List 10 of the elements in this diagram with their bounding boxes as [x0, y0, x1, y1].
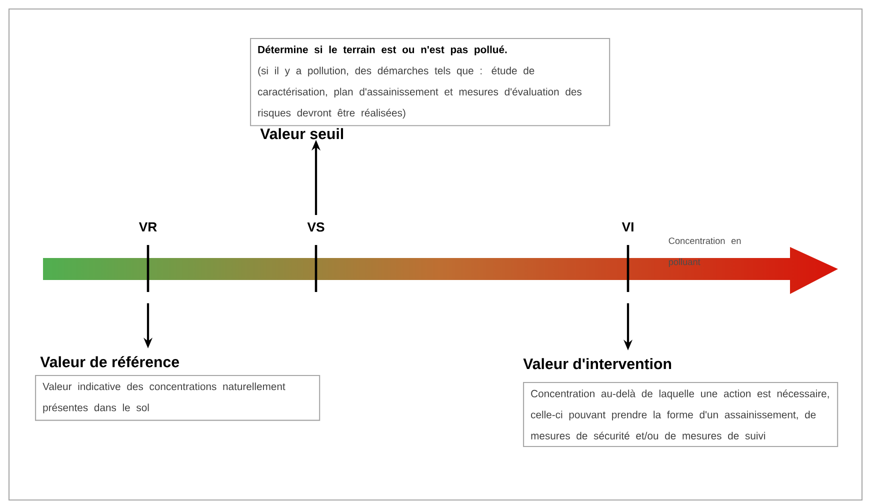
description-box: Détermine si le terrain est ou n'est pas pollué. (si il y a pollution, des démarches tels que : étude de caractérisation, plan d'assainissement et mesures d'évaluation des risques devront être réalisées) — [250, 38, 610, 126]
description-box: Valeur indicative des concentrations naturellement présentes dans le sol — [35, 375, 320, 421]
axis-label: Concentration en polluant — [668, 237, 741, 267]
heading: Valeur seuil — [260, 128, 344, 140]
heading: Valeur de référence — [40, 356, 180, 368]
tick-mark: VR — [138, 222, 157, 292]
tick-mark: VS — [307, 222, 324, 292]
heading: Valeur d'intervention — [523, 358, 672, 370]
tick-mark: VI — [622, 222, 634, 292]
description-box: Concentration au-delà de laquelle une action est nécessaire, celle-ci pouvant prendre la forme d'un assainissement, de mesures de sécurité et/ou de mesures de suivi — [523, 382, 838, 448]
